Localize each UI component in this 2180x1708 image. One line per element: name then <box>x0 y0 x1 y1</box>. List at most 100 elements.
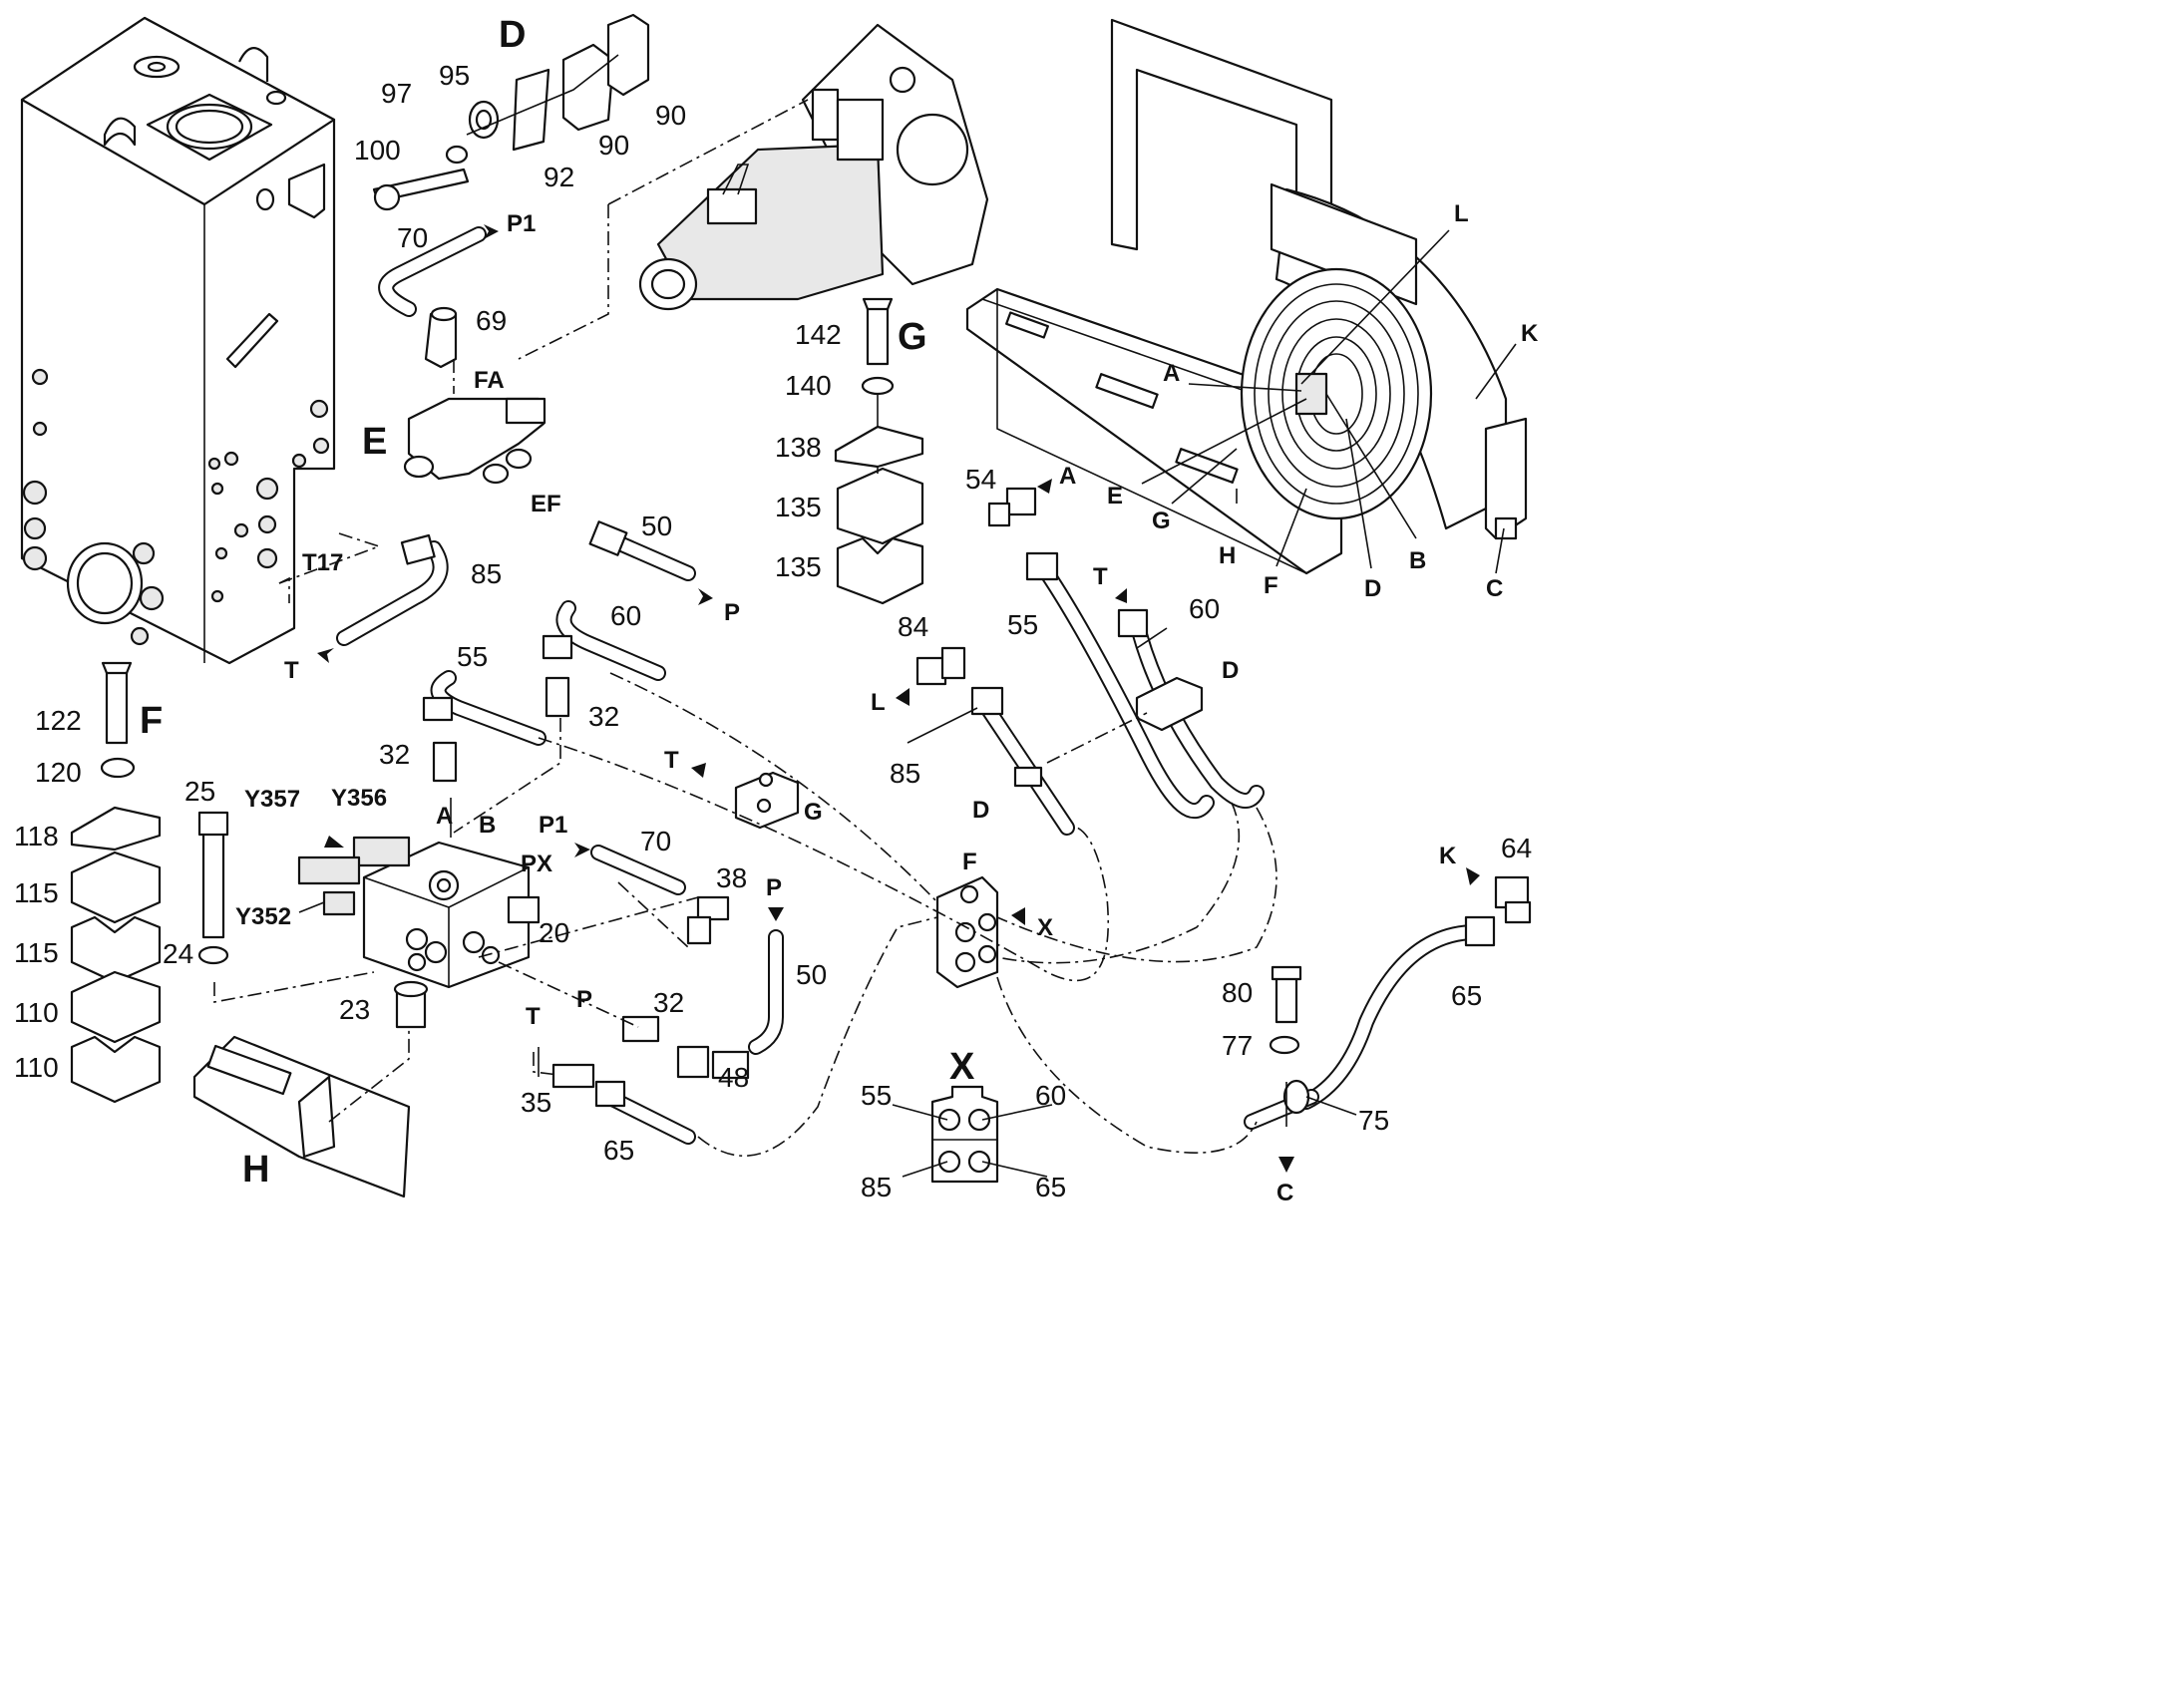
part-label-60-center: 60 <box>610 600 641 631</box>
part-label-20: 20 <box>539 917 569 948</box>
arrow-y357 <box>324 836 344 848</box>
part-label-140: 140 <box>785 370 832 401</box>
part-label-115a: 115 <box>14 877 59 908</box>
fittings <box>393 487 1532 1089</box>
part-label-122: 122 <box>35 705 82 736</box>
group-label-e: E <box>362 421 387 463</box>
port-label-d-hose: D <box>972 797 989 824</box>
bracket-h <box>192 1035 411 1198</box>
x-clamp-detail <box>930 1085 999 1184</box>
part-label-97: 97 <box>381 78 412 109</box>
hydraulic-tank <box>20 16 336 665</box>
part-label-80: 80 <box>1222 977 1253 1008</box>
port-label-fa: FA <box>474 367 505 394</box>
part-label-120: 120 <box>35 757 82 788</box>
part-label-95: 95 <box>439 60 470 91</box>
port-label-t-center: T <box>664 747 679 774</box>
part-label-75: 75 <box>1358 1105 1389 1136</box>
part-label-38: 38 <box>716 862 747 893</box>
part-label-135b: 135 <box>775 551 822 582</box>
part-number-labels: 100 97 95 92 90 90 70 69 142 140 138 135… <box>14 60 1532 1202</box>
port-label-px: PX <box>521 851 552 877</box>
part-label-35: 35 <box>521 1087 551 1118</box>
leader-lines <box>298 229 1517 1178</box>
bolt-25 <box>197 811 229 965</box>
clamp-block-f <box>935 875 999 989</box>
bolt-80 <box>1269 965 1310 1115</box>
part-label-118: 118 <box>14 821 59 852</box>
valve-block <box>297 836 541 989</box>
part-label-69: 69 <box>476 305 507 336</box>
arrow-a-right <box>1037 479 1052 494</box>
arrow-p-upper <box>698 588 713 605</box>
port-label-l: L <box>871 689 886 716</box>
port-label-p1-lower: P1 <box>539 812 567 839</box>
part-label-32-mid: 32 <box>379 739 410 770</box>
port-label-p-hose: P <box>766 874 782 901</box>
arrow-p1-lower <box>574 843 590 857</box>
group-labels: D G E F H X <box>140 14 975 1191</box>
port-label-a-valve: A <box>436 803 453 830</box>
arrow-t-center <box>691 763 706 778</box>
part-label-77: 77 <box>1222 1030 1253 1061</box>
arrow-p-lower <box>768 907 784 921</box>
solenoid-label-y357: Y357 <box>244 786 300 813</box>
arrow-t-left <box>317 648 334 663</box>
manifold-e <box>403 306 546 485</box>
part-label-55-right: 55 <box>1007 609 1038 640</box>
hoses <box>336 226 1496 1145</box>
flow-arrows <box>317 224 1480 1173</box>
radiator-callout-f: F <box>1264 572 1278 599</box>
part-label-48: 48 <box>718 1062 749 1093</box>
port-label-c-bottom: C <box>1276 1180 1293 1206</box>
group-label-d: D <box>499 14 526 56</box>
part-label-32-upper: 32 <box>588 701 619 732</box>
port-label-p-upper: P <box>724 599 740 626</box>
clamp-block-d <box>1135 676 1204 732</box>
port-label-b-valve: B <box>479 812 496 839</box>
part-label-100: 100 <box>354 135 401 166</box>
port-label-k: K <box>1439 843 1457 869</box>
radiator-callout-d: D <box>1364 575 1381 602</box>
part-label-135a: 135 <box>775 492 822 522</box>
part-label-110a: 110 <box>14 997 59 1028</box>
port-label-t17: T17 <box>302 549 343 576</box>
radiator-frame <box>965 18 1528 575</box>
part-label-32-lower: 32 <box>653 987 684 1018</box>
part-label-65-right: 65 <box>1451 980 1482 1011</box>
port-label-p-lower: P <box>576 986 592 1013</box>
solenoid-labels: Y357 Y356 Y352 <box>235 785 387 930</box>
clamp-group-d <box>372 13 650 211</box>
radiator-callout-a: A <box>1163 360 1180 387</box>
radiator-callout-e: E <box>1107 483 1123 510</box>
part-label-85-left: 85 <box>471 558 502 589</box>
port-label-g-clamp: G <box>804 799 823 826</box>
port-label-x: X <box>1037 914 1053 941</box>
part-label-70-lower: 70 <box>640 826 671 856</box>
part-label-64: 64 <box>1501 833 1532 863</box>
part-label-24: 24 <box>163 938 193 969</box>
clamp-group-f <box>70 661 162 1104</box>
part-label-85-right: 85 <box>890 758 920 789</box>
x-label-65: 65 <box>1035 1172 1066 1202</box>
part-label-115b: 115 <box>14 937 59 968</box>
part-label-55-center: 55 <box>457 641 488 672</box>
part-label-25: 25 <box>184 776 215 807</box>
radiator-callout-h: H <box>1219 542 1236 569</box>
x-label-55: 55 <box>861 1080 892 1111</box>
port-label-t-left: T <box>284 657 299 684</box>
solenoid-label-y356: Y356 <box>331 785 387 812</box>
part-label-54: 54 <box>965 464 996 495</box>
part-label-70-upper: 70 <box>397 222 428 253</box>
arrow-c-bottom <box>1278 1157 1294 1173</box>
port-label-d-right: D <box>1222 657 1239 684</box>
arrow-p1-top <box>484 224 499 239</box>
part-label-60-right: 60 <box>1189 593 1220 624</box>
clamp-block-g <box>734 771 800 830</box>
hydraulic-exploded-diagram: 100 97 95 92 90 90 70 69 142 140 138 135… <box>14 13 1539 1206</box>
part-label-138: 138 <box>775 432 822 463</box>
port-label-t-lower: T <box>526 1003 541 1030</box>
hydraulic-pump-assembly <box>638 23 989 311</box>
port-label-t-right: T <box>1093 563 1108 590</box>
part-label-90a: 90 <box>598 130 629 161</box>
